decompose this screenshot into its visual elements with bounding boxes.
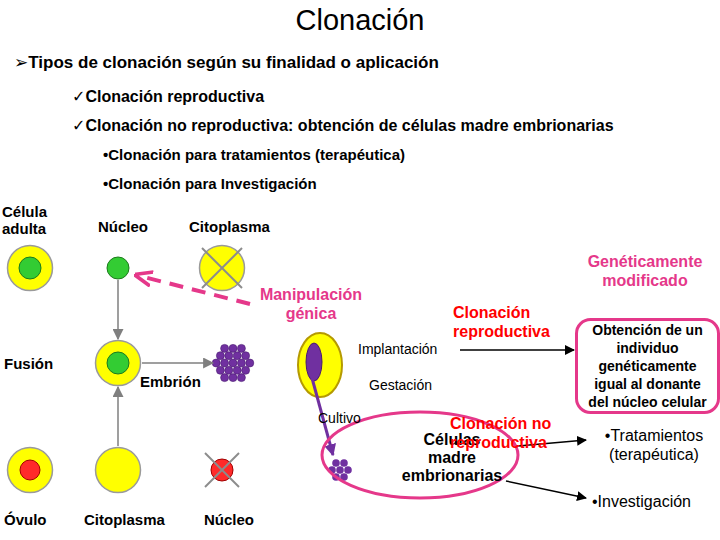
fused-cell: Fusión	[94, 339, 142, 387]
cell-dot	[225, 352, 233, 360]
removed-nucleus-outline	[210, 458, 234, 482]
cell-dot	[221, 359, 229, 367]
cell-dot	[229, 359, 237, 367]
outcome-box: Obtención de un individuo genéticamente …	[575, 318, 720, 414]
cell-membrane	[8, 448, 53, 493]
cell-dot	[216, 366, 224, 374]
cell-dot	[229, 374, 237, 382]
cell-membrane	[8, 246, 53, 291]
node-label: Fusión	[4, 355, 53, 372]
cell-dot	[216, 352, 224, 360]
cell-dot	[233, 366, 241, 374]
enucleated-cytoplasm: Citoplasma	[198, 244, 246, 292]
cell-dot	[242, 352, 250, 360]
cell-dot	[246, 359, 254, 367]
nucleus-circle	[107, 257, 129, 279]
cell-dot	[212, 359, 220, 367]
nucleus-outline	[106, 256, 130, 280]
cell-dot	[332, 459, 340, 467]
cell-nucleus	[107, 352, 129, 374]
cell-nucleus	[20, 460, 40, 480]
arrow-label: Clonación reproductiva	[453, 303, 571, 341]
sub-list-item: •Clonación para Investigación	[103, 175, 317, 193]
cell-dot	[340, 459, 348, 467]
cell-cluster	[328, 459, 352, 481]
embryo: Embrión	[213, 343, 253, 383]
slide-title: Clonación	[0, 2, 720, 38]
process-label: Gestación	[369, 377, 432, 394]
cell-dot	[336, 466, 344, 474]
reproductive-arrow	[460, 349, 574, 351]
egg-cell: Óvulo	[6, 446, 54, 494]
cell-dot	[237, 359, 245, 367]
cross-mark	[202, 248, 242, 288]
cell-dot	[233, 352, 241, 360]
enucleated-cytoplasm-outline	[198, 244, 246, 292]
egg-cell-outline	[6, 446, 54, 494]
nucleus: Núcleo	[106, 256, 130, 280]
application-arrow	[506, 481, 586, 498]
cell-dot	[344, 466, 352, 474]
node-text: Obtención de un individuo genéticamente …	[585, 321, 710, 411]
node-label: Núcleo	[204, 511, 254, 528]
cross-mark	[205, 453, 239, 487]
cross-mark	[202, 248, 242, 288]
node-label: Óvulo	[4, 511, 47, 528]
sub-list-item: •Clonación para tratamientos (terapéutic…	[103, 146, 405, 164]
egg-cytoplasm-outline	[94, 446, 142, 494]
cell-dot	[221, 374, 229, 382]
cell-membrane	[200, 246, 245, 291]
application-label: •Tratamientos (terapéutica)	[588, 426, 720, 464]
adult-cell-outline	[6, 244, 54, 292]
flow-arrow	[142, 362, 213, 364]
node-label: Célula adulta	[2, 203, 60, 237]
node-label: Citoplasma	[84, 511, 165, 528]
annotation: Genéticamente modificado	[572, 252, 718, 290]
cross-mark	[205, 453, 239, 487]
implanted-embryo	[306, 343, 322, 381]
embryo-outline	[213, 343, 253, 383]
process-label: Manipulación génica	[250, 285, 372, 323]
cell-dot	[237, 344, 245, 352]
cell-membrane	[96, 341, 141, 386]
cell-dot	[225, 366, 233, 374]
cell-dot	[229, 344, 237, 352]
node-label: Núcleo	[98, 218, 148, 235]
process-label: Implantación	[358, 341, 437, 358]
cell-dot	[237, 374, 245, 382]
arrow-label: Clonación no reproductiva	[450, 414, 572, 452]
node-label: Embrión	[140, 373, 201, 390]
list-item: ✓Clonación reproductiva	[72, 87, 264, 106]
fused-cell-outline	[94, 339, 142, 387]
list-item: ✓Clonación no reproductiva: obtención de…	[72, 116, 614, 135]
heading-bullet: ➢Tipos de clonación según su finalidad o…	[14, 53, 439, 73]
application-label: •Investigación	[592, 492, 691, 511]
outcome-outline	[577, 320, 719, 413]
flow-arrow	[117, 387, 119, 446]
node-label: Citoplasma	[189, 218, 270, 235]
cell-membrane	[96, 448, 141, 493]
cell-dot	[242, 366, 250, 374]
process-label: Cultivo	[318, 410, 361, 427]
egg-cytoplasm: Citoplasma	[94, 446, 142, 494]
uterus-oval	[298, 333, 342, 397]
cell-dot	[221, 344, 229, 352]
removed-nucleus: Núcleo	[210, 458, 234, 482]
cell-nucleus	[19, 257, 41, 279]
flow-arrow	[117, 280, 119, 339]
adult-cell: Célula adulta	[6, 244, 54, 292]
